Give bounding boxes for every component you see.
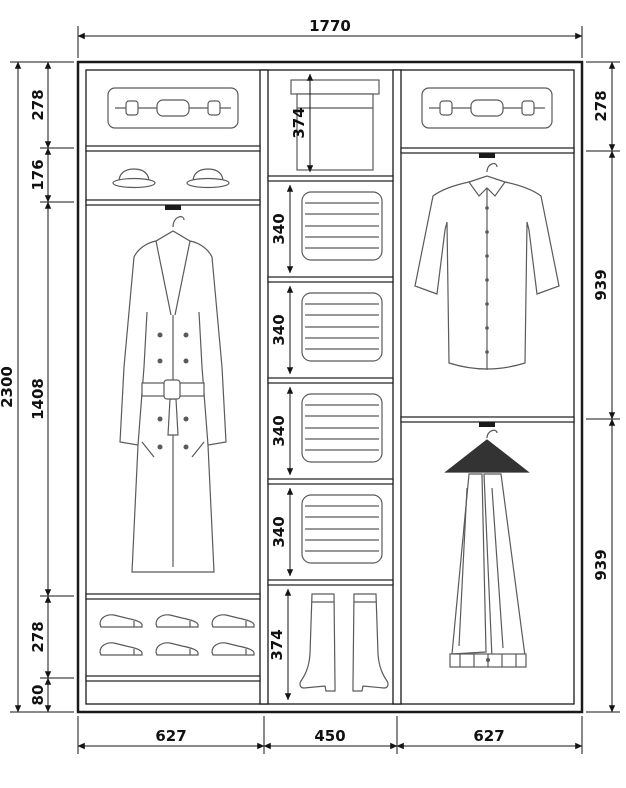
dim-middle-4: 340 bbox=[270, 415, 288, 446]
dim-right-1: 278 bbox=[592, 90, 610, 121]
dim-width-left: 627 bbox=[155, 727, 186, 745]
dim-right-2: 939 bbox=[592, 269, 610, 300]
shelf bbox=[267, 377, 394, 384]
hat-icon bbox=[112, 168, 156, 189]
dim-middle-1: 374 bbox=[290, 107, 308, 138]
dim-middle-5: 340 bbox=[270, 516, 288, 547]
folded-clothes-icon bbox=[301, 393, 383, 463]
dim-left-4: 278 bbox=[29, 621, 47, 652]
shelf bbox=[267, 478, 394, 485]
shoe-icon bbox=[211, 642, 255, 656]
folded-clothes-icon bbox=[301, 191, 383, 261]
folded-clothes-icon bbox=[301, 494, 383, 564]
shelf bbox=[267, 175, 394, 182]
boots-icon bbox=[299, 593, 389, 692]
coat-icon bbox=[119, 216, 227, 573]
dim-left-5: 80 bbox=[29, 685, 47, 706]
dim-left-1: 278 bbox=[29, 89, 47, 120]
shelf bbox=[85, 145, 261, 152]
suitcase-icon bbox=[421, 87, 553, 129]
shelf bbox=[85, 199, 261, 206]
dim-middle-6: 374 bbox=[268, 629, 286, 660]
shoe-icon bbox=[99, 614, 143, 628]
shelf bbox=[85, 593, 261, 600]
hat-icon bbox=[186, 168, 230, 189]
shoe-icon bbox=[155, 614, 199, 628]
shoe-icon bbox=[99, 642, 143, 656]
folded-clothes-icon bbox=[301, 292, 383, 362]
dimension-lines: 1770 2300 278 176 1408 278 80 278 939 93… bbox=[0, 17, 620, 754]
dim-left-3: 1408 bbox=[29, 378, 47, 420]
shirt-icon bbox=[414, 162, 560, 370]
dim-right-3: 939 bbox=[592, 549, 610, 580]
dim-middle-2: 340 bbox=[270, 213, 288, 244]
dim-overall-width: 1770 bbox=[309, 17, 351, 35]
shelf bbox=[85, 675, 261, 682]
dim-middle-3: 340 bbox=[270, 314, 288, 345]
shelf bbox=[400, 416, 575, 423]
hanger-rail-icon bbox=[479, 422, 495, 427]
shoe-icon bbox=[211, 614, 255, 628]
trousers-icon bbox=[444, 429, 530, 668]
dim-left-2: 176 bbox=[29, 159, 47, 190]
divider-right bbox=[392, 69, 402, 705]
shelf bbox=[400, 147, 575, 154]
suitcase-icon bbox=[107, 87, 239, 129]
dim-overall-height: 2300 bbox=[0, 366, 16, 408]
divider-left bbox=[259, 69, 269, 705]
hanger-rail-icon bbox=[479, 153, 495, 158]
shelf bbox=[267, 579, 394, 586]
shoe-icon bbox=[155, 642, 199, 656]
dim-width-right: 627 bbox=[473, 727, 504, 745]
dim-width-middle: 450 bbox=[314, 727, 345, 745]
shelf bbox=[267, 276, 394, 283]
hanger-rail-icon bbox=[165, 205, 181, 210]
